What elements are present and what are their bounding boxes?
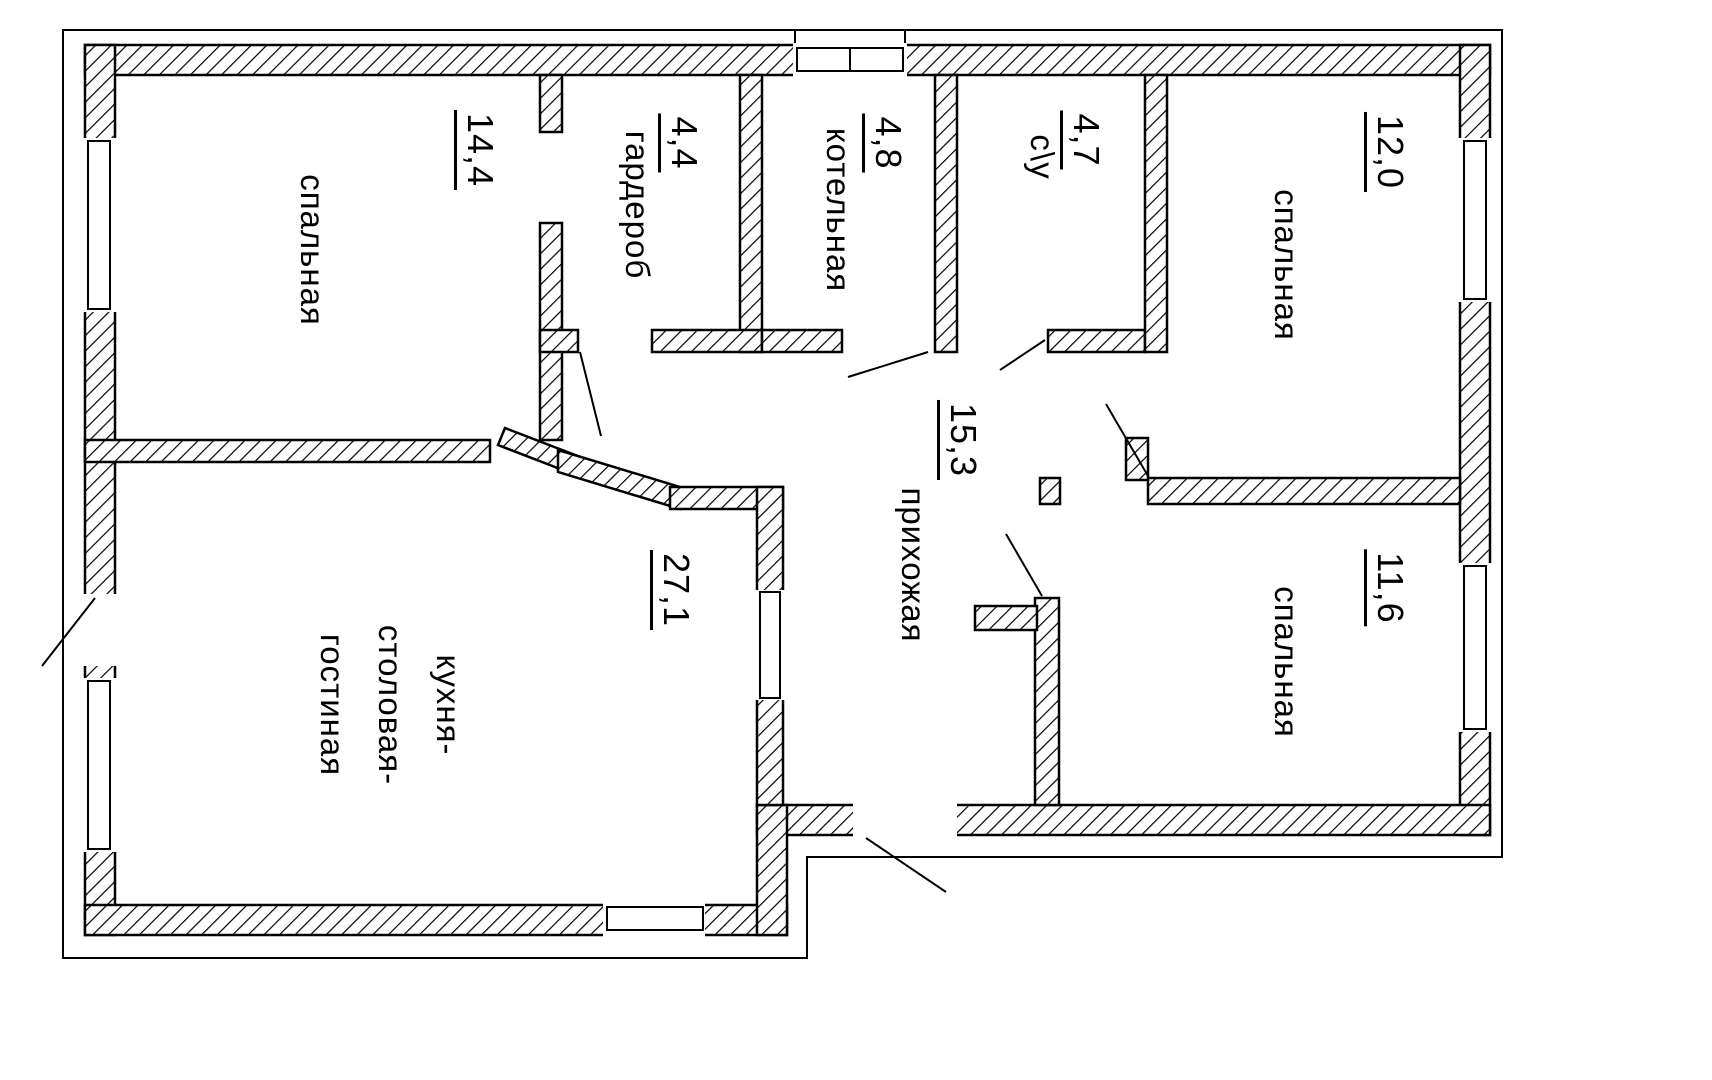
wall-bedroom2-bottom-stub [1038,476,1062,506]
room-area-wardrobe: 4,4 [658,113,705,173]
window-bedroom3 [1463,565,1487,730]
wall-boiler-wc [933,73,959,354]
door-swing-boiler [847,351,929,378]
opening-kitchen-hall [759,591,781,699]
door-swing-side-exit [41,597,96,667]
windows [87,47,1487,931]
door-swing-wc [999,339,1046,371]
wall-wardrobe-boiler [738,73,764,354]
wall-bedroom1-wardrobe-a [538,73,564,134]
wall-wardrobe-bottom-a [538,328,580,354]
window-bedroom2 [1463,140,1487,300]
room-area-bedroom3: 11,6 [1364,549,1411,627]
wall-top [83,43,1492,77]
room-name-kitchen-living: кухня- столовая- гостиная [314,624,467,786]
wall-wc-bedroom2 [1143,73,1169,354]
wall-bedroom1-bottom [83,438,492,464]
door-swing-bedroom3 [1005,533,1043,597]
door-swings [41,339,1149,893]
window-kitchen-bottom [606,906,704,931]
room-name-bedroom2: спальная [1268,189,1305,341]
room-area-boiler: 4,8 [862,113,909,173]
room-area-kitchen-living: 27,1 [650,549,697,631]
room-name-bedroom3: спальная [1268,586,1305,738]
room-name-boiler: котельная [820,127,857,293]
wall-kitchen-angled [556,448,682,511]
window-kitchen-left [87,680,111,850]
window-bedroom1 [87,140,111,310]
door-swing-main-exit [865,837,947,893]
wall-wardrobe-bottom-b [650,328,764,354]
door-swing-wardrobe [579,351,602,437]
room-area-hall: 15,3 [937,399,984,481]
wall-bedroom3-left [1033,596,1061,807]
room-area-bedroom1: 14,4 [454,109,501,191]
room-name-hall: прихожая [895,487,932,643]
room-area-bedroom2: 12,0 [1364,111,1411,193]
wall-wc-bottom [1046,328,1147,354]
wall-hall-stub [973,604,1039,632]
wall-boiler-bottom [760,328,844,354]
room-name-bedroom1: спальная [294,174,331,326]
wall-bedroom2-bottom [1146,476,1462,506]
wall-step-connector [755,803,789,937]
room-area-wc: 4,7 [1060,110,1107,170]
door-swing-bedroom2 [1105,403,1149,477]
